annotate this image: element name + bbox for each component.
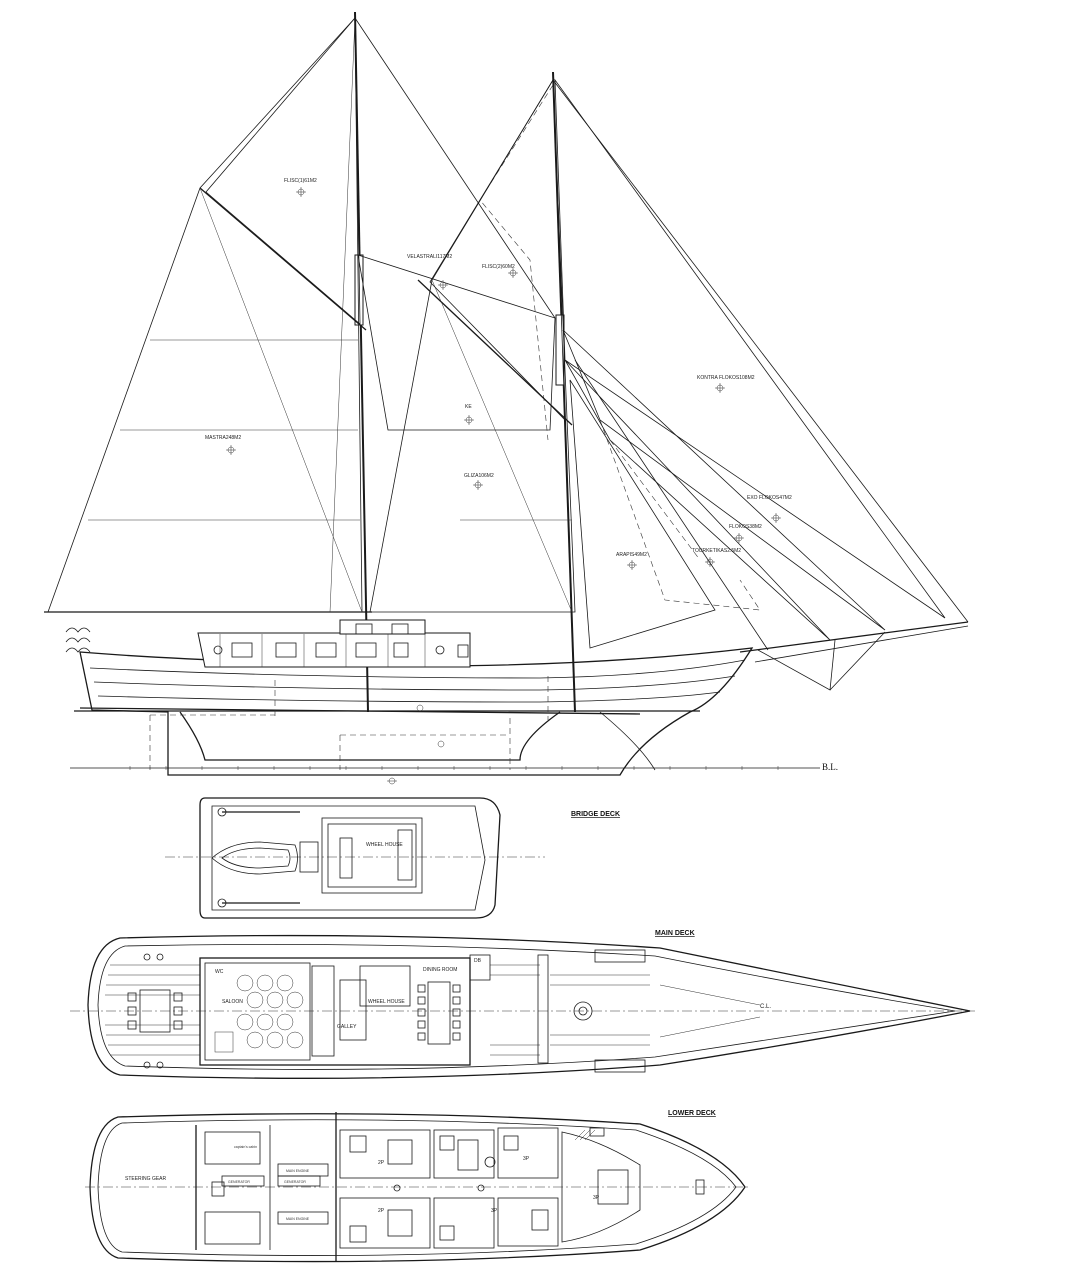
mainsail (47, 16, 363, 613)
generator-1 (221, 1175, 265, 1187)
sail-label-mastra: MASTRA248M2 (205, 435, 241, 441)
lower-deck-plan: LOWER DECK MAIN ENGINE MAIN ENGINE GENER… (85, 1110, 750, 1263)
sail-centre-markers (226, 187, 781, 570)
stern-carving (65, 627, 91, 653)
guest-cabins (339, 1127, 641, 1249)
main-deck-outline (87, 934, 971, 1079)
deckhouse-windows (213, 623, 469, 658)
main-deck-interior (199, 957, 471, 1066)
kontra-flokos-sail (554, 78, 946, 619)
deckhouse (197, 632, 471, 668)
staysail-velastrali (357, 254, 556, 431)
saloon-furniture (214, 974, 304, 1053)
cabin-3p-a-label: 3P (523, 1156, 530, 1162)
bowsprit (739, 621, 969, 653)
sail-label-velastrali: VELASTRALI117M2 (407, 254, 452, 260)
bridge-deck-plan: BRIDGE DECK WHEEL HOUSE (165, 797, 620, 919)
main-topsail (205, 16, 361, 325)
generator-2 (277, 1175, 321, 1187)
bridge-wheel-house-label: WHEEL HOUSE (366, 842, 403, 848)
tender-dinghy (211, 841, 298, 875)
centreline-label: C.L. (760, 1004, 771, 1010)
sail-label-flokos: FLOKOS38M2 (729, 524, 762, 530)
sail-label-exo: EXO FLOKOS47M2 (747, 495, 792, 501)
cabin-2p-a-label: 2P (378, 1160, 385, 1166)
bridge-deck-title: BRIDGE DECK (571, 811, 620, 818)
sail-label-gliza: GLIZA106M2 (464, 473, 494, 479)
keel (179, 711, 561, 761)
generator-2-label: GENERATOR (284, 1180, 306, 1184)
cabin-3p-c-label: 3P (593, 1195, 600, 1201)
cabin-3p-b-label: 3P (491, 1208, 498, 1214)
exo-flokos-sail (562, 329, 886, 631)
main-engine-top-label: MAIN ENGINE (286, 1169, 310, 1173)
saloon-label: SALOON (222, 999, 243, 1005)
foresail (369, 78, 576, 613)
main-wheel-house-label: WHEEL HOUSE (368, 999, 405, 1005)
main-engine-bottom-label: MAIN ENGINE (286, 1217, 310, 1221)
sail-label-ke: KE (465, 404, 472, 410)
steering-gear-label: STEERING GEAR (125, 1176, 167, 1182)
sail-label-tourketikos: TOURKETIKAS2.5M2 (692, 548, 741, 554)
bridge-wheel-house (321, 817, 423, 894)
main-gaff (199, 187, 367, 331)
arapis-sail (569, 379, 716, 649)
sail-label-kontra: KONTRA FLOKOS108M2 (697, 375, 755, 381)
sail-label-arapis: ARAPIS49M2 (616, 552, 647, 558)
generator-1-label: GENERATOR (228, 1180, 250, 1184)
bridge-deck-outline (199, 797, 501, 919)
lower-deck-title: LOWER DECK (668, 1110, 716, 1117)
baseline-label: B.L. (822, 762, 838, 772)
main-deck-plan: MAIN DECK (70, 930, 975, 1079)
galley-label: GALLEY (337, 1024, 357, 1030)
saloon-area (204, 962, 311, 1061)
flokos-sail (564, 359, 831, 641)
db-label: DB (474, 958, 482, 964)
cabin-2p-b-label: 2P (378, 1208, 385, 1214)
main-engine-bottom (277, 1211, 329, 1225)
sail-plan: FLISC(1)61M2 VELASTRALI117M2 FLISC(2)60M… (44, 11, 969, 713)
fore-topsail (429, 78, 566, 422)
aft-deck-table (139, 989, 171, 1033)
dining-room-label: DINING ROOM (423, 967, 457, 973)
capstan (573, 1001, 593, 1021)
main-deck-title: MAIN DECK (655, 930, 695, 937)
captains-cabin-label: captain's cabin (234, 1145, 257, 1149)
sail-label-flisc1: FLISC(1)61M2 (284, 178, 317, 184)
hull-profile: B.L. (65, 619, 969, 785)
wc-label: WC (215, 969, 224, 975)
sail-label-flisc2: FLISC(2)60M2 (482, 264, 515, 270)
dining-table (427, 981, 451, 1045)
lower-deck-outline (89, 1113, 746, 1263)
